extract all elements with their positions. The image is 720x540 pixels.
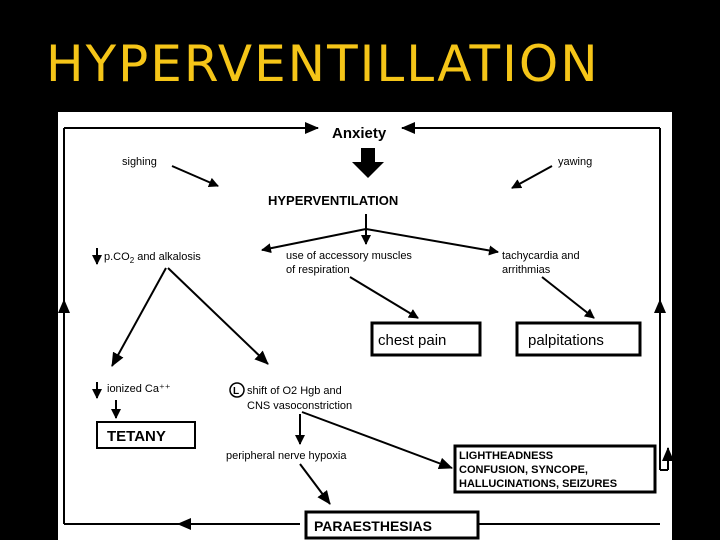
node-ionized-ca: ionized Ca⁺⁺ [107,383,171,395]
node-hyperventilation: HYPERVENTILATION [268,193,398,208]
anxiety-down-arrow [352,148,384,178]
node-paraesthesias: PARAESTHESIAS [314,518,432,534]
box-palpitations [515,321,642,357]
node-lightheadness: LIGHTHEADNESS CONFUSION, SYNCOPE, HALLUC… [459,450,617,490]
pco2-arrows [111,267,269,367]
symptom-arrows [349,276,595,319]
node-pco2: p.CO2 and alkalosis [104,251,201,265]
box-chest-pain [370,321,482,357]
node-accessory-muscles: use of accessory muscles of respiration [286,250,415,276]
node-tetany: TETANY [107,428,166,445]
shift-marker-circle [229,382,245,398]
node-nerve-hypoxia: peripheral nerve hypoxia [226,450,347,462]
shift-to-light-arrow [301,411,453,470]
hypoxia-to-paraesthesias-arrow [299,463,331,505]
node-anxiety: Anxiety [332,125,387,142]
box-lightheadness [453,444,657,494]
node-yawing: yawing [558,156,592,168]
node-sighing: sighing [122,156,157,168]
page-title: HYPERVENTILLATION [46,35,600,93]
node-shift-marker: L [233,386,239,397]
box-tetany [96,421,196,449]
title-bar: HYPERVENTILLATION [0,0,720,112]
node-shift-o2: shift of O2 Hgb and CNS vasoconstriction [247,385,352,412]
node-chest-pain: chest pain [378,332,446,349]
node-tachycardia: tachycardia and arrithmias [502,250,583,276]
box-paraesthesias [304,510,480,540]
sighing-arrow [171,165,219,187]
feedback-loop [58,122,674,530]
hyperventilation-branches [261,214,499,256]
yawing-arrow [511,165,553,189]
node-palpitations: palpitations [528,332,604,349]
